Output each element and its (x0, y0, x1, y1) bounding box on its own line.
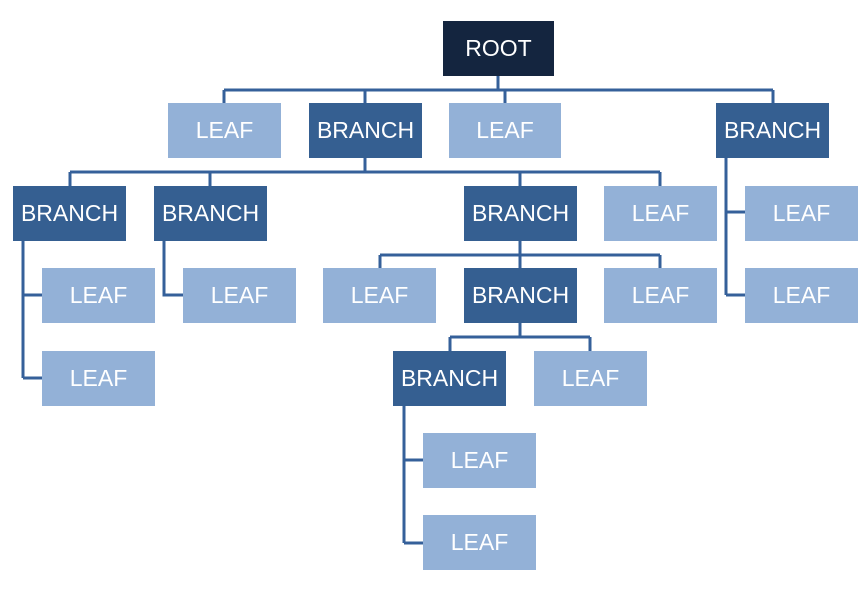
branch-node: BRANCH (393, 351, 506, 406)
leaf-node: LEAF (423, 433, 536, 488)
leaf-node: LEAF (323, 268, 436, 323)
root-node: ROOT (443, 21, 554, 76)
leaf-node: LEAF (183, 268, 296, 323)
leaf-node: LEAF (168, 103, 281, 158)
leaf-node: LEAF (449, 103, 561, 158)
connector-branch-b-children (724, 158, 745, 297)
leaf-node: LEAF (745, 186, 858, 241)
branch-node: BRANCH (464, 186, 577, 241)
leaf-node: LEAF (423, 515, 536, 570)
connector-branch-l2a-children (21, 241, 42, 380)
branch-node: BRANCH (13, 186, 126, 241)
connector-branch-a-children (68, 158, 662, 186)
branch-node: BRANCH (154, 186, 267, 241)
leaf-node: LEAF (604, 186, 717, 241)
leaf-node: LEAF (42, 268, 155, 323)
connector-branch-l4-children (402, 406, 423, 545)
leaf-node: LEAF (534, 351, 647, 406)
branch-node: BRANCH (309, 103, 422, 158)
connector-branch-l2b-children (162, 241, 183, 297)
branch-node: BRANCH (464, 268, 577, 323)
leaf-node: LEAF (42, 351, 155, 406)
leaf-node: LEAF (745, 268, 858, 323)
connector-branch-l3-children (448, 323, 592, 351)
branch-node: BRANCH (716, 103, 829, 158)
leaf-node: LEAF (604, 268, 717, 323)
connector-root-children (222, 76, 775, 103)
connector-branch-l2c-children (378, 241, 662, 268)
